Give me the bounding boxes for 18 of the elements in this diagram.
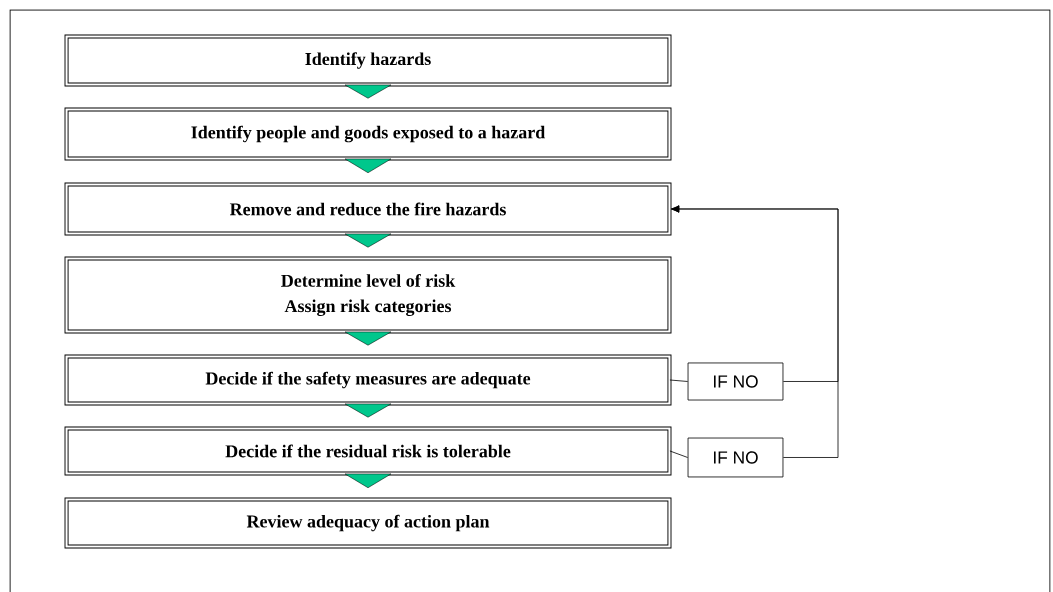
line — [669, 379, 689, 382]
chevron-arrow — [344, 331, 392, 346]
process-box: Identify people and goods exposed to a hazard — [64, 107, 672, 161]
chevron-arrow — [344, 158, 392, 174]
feedback-arrow — [671, 205, 839, 458]
process-box: Decide if the residual risk is tolerable — [64, 426, 672, 476]
condition-box: IF NO — [687, 362, 784, 401]
process-box: Determine level of risk Assign risk categories — [64, 256, 672, 334]
process-box: Identify hazards — [64, 34, 672, 87]
condition-box: IF NO — [687, 437, 784, 478]
line — [669, 450, 689, 458]
chevron-arrow — [344, 403, 392, 418]
chevron-arrow — [344, 233, 392, 248]
process-box: Remove and reduce the fire hazards — [64, 182, 672, 236]
process-box: Decide if the safety measures are adequate — [64, 354, 672, 406]
process-box: Review adequacy of action plan — [64, 497, 672, 549]
chevron-arrow — [344, 84, 392, 99]
chevron-arrow — [344, 473, 392, 488]
